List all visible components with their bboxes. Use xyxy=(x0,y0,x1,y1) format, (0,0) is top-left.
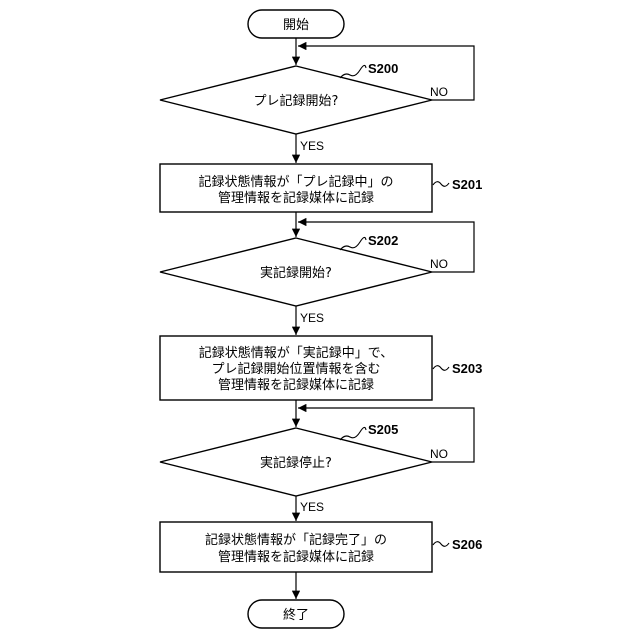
decision-s202: 実記録開始? S202 NO YES xyxy=(160,233,448,325)
step-label-s201: S201 xyxy=(452,177,482,192)
process-s203-line-1: 記録状態情報が「実記録中」で、 xyxy=(199,345,393,361)
step-label-s202: S202 xyxy=(368,233,398,248)
s206-leader-line xyxy=(433,542,449,547)
process-s203-line-2: プレ記録開始位置情報を含む xyxy=(211,361,380,377)
decision-s205: 実記録停止? S205 NO YES xyxy=(160,422,448,514)
decision-s200-question: プレ記録開始? xyxy=(254,93,339,109)
step-label-s206: S206 xyxy=(452,537,482,552)
end-label: 終了 xyxy=(283,607,309,623)
branch-yes-s205: YES xyxy=(300,500,324,514)
step-label-s205: S205 xyxy=(368,422,398,437)
step-label-s203: S203 xyxy=(452,361,482,376)
process-s206-line-2: 管理情報を記録媒体に記録 xyxy=(218,549,374,565)
step-label-s200: S200 xyxy=(368,61,398,76)
process-s201-line-2: 管理情報を記録媒体に記録 xyxy=(218,190,374,206)
branch-no-s200: NO xyxy=(430,85,448,99)
branch-no-s202: NO xyxy=(430,257,448,271)
s205-leader-line xyxy=(340,427,366,440)
decision-s202-question: 実記録開始? xyxy=(260,265,332,281)
decision-s205-question: 実記録停止? xyxy=(260,455,332,471)
s202-leader-line xyxy=(340,237,366,250)
branch-no-s205: NO xyxy=(430,447,448,461)
process-s206-line-1: 記録状態情報が「記録完了」の xyxy=(205,532,387,548)
process-s201-line-1: 記録状態情報が「プレ記録中」の xyxy=(198,174,393,190)
branch-yes-s202: YES xyxy=(300,311,324,325)
s203-leader-line xyxy=(433,366,449,371)
start-label: 開始 xyxy=(283,18,309,33)
s200-leader-line xyxy=(340,65,366,78)
process-s203-line-3: 管理情報を記録媒体に記録 xyxy=(218,377,374,393)
process-s206: 記録状態情報が「記録完了」の 管理情報を記録媒体に記録 S206 xyxy=(160,522,482,572)
process-s201: 記録状態情報が「プレ記録中」の 管理情報を記録媒体に記録 S201 xyxy=(160,164,482,212)
branch-yes-s200: YES xyxy=(300,139,324,153)
decision-s200: プレ記録開始? S200 NO YES xyxy=(160,61,448,153)
start-terminal: 開始 xyxy=(248,10,344,38)
end-terminal: 終了 xyxy=(248,600,344,628)
process-s203: 記録状態情報が「実記録中」で、 プレ記録開始位置情報を含む 管理情報を記録媒体に… xyxy=(160,336,482,400)
s201-leader-line xyxy=(433,182,449,187)
